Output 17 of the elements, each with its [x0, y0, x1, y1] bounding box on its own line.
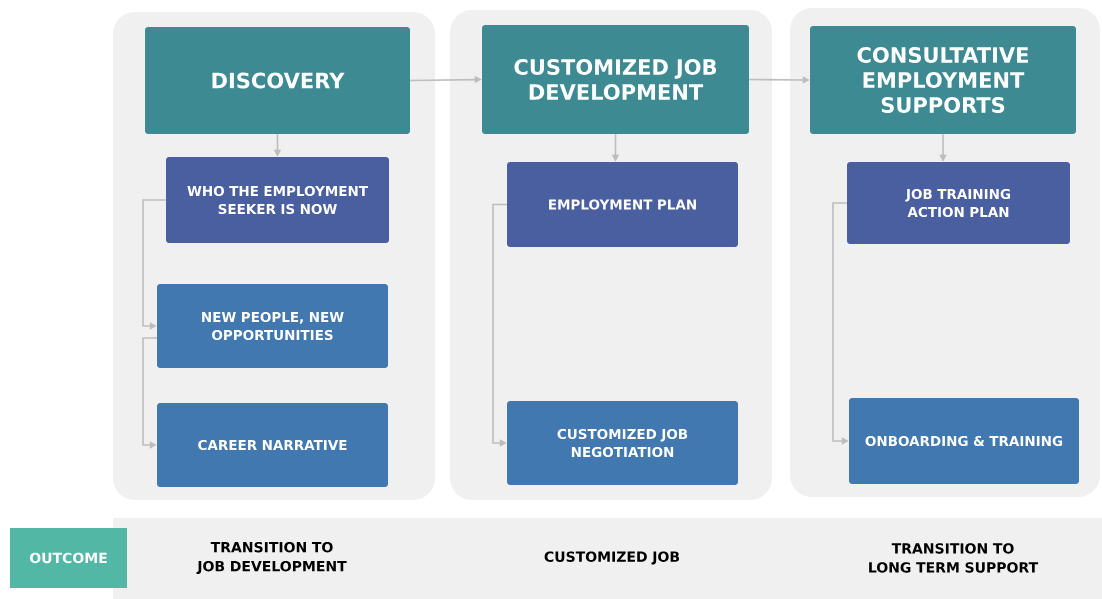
- step-box: JOB TRAINING ACTION PLAN: [847, 162, 1070, 244]
- arrow: [142, 337, 158, 449]
- step-box: ONBOARDING & TRAINING: [849, 398, 1079, 484]
- step-box: CAREER NARRATIVE: [157, 403, 388, 487]
- step-box: NEW PEOPLE, NEW OPPORTUNITIES: [157, 284, 388, 368]
- outcome-text: CUSTOMIZED JOB: [544, 551, 680, 565]
- step-box: EMPLOYMENT PLAN: [507, 162, 738, 247]
- stage-box: CUSTOMIZED JOB DEVELOPMENT: [482, 25, 749, 134]
- step-box: WHO THE EMPLOYMENT SEEKER IS NOW: [166, 157, 389, 243]
- stage-box: DISCOVERY: [145, 27, 410, 134]
- outcome-box: OUTCOME: [10, 528, 127, 588]
- arrow: [142, 199, 167, 330]
- outcome-text: TRANSITION TO JOB DEVELOPMENT: [196, 541, 347, 575]
- step-box: CUSTOMIZED JOB NEGOTIATION: [507, 401, 738, 485]
- outcome-text: TRANSITION TO LONG TERM SUPPORT: [869, 543, 1039, 573]
- arrow: [492, 203, 508, 447]
- stage-box: CONSULTATIVE EMPLOYMENT SUPPORTS: [810, 26, 1076, 134]
